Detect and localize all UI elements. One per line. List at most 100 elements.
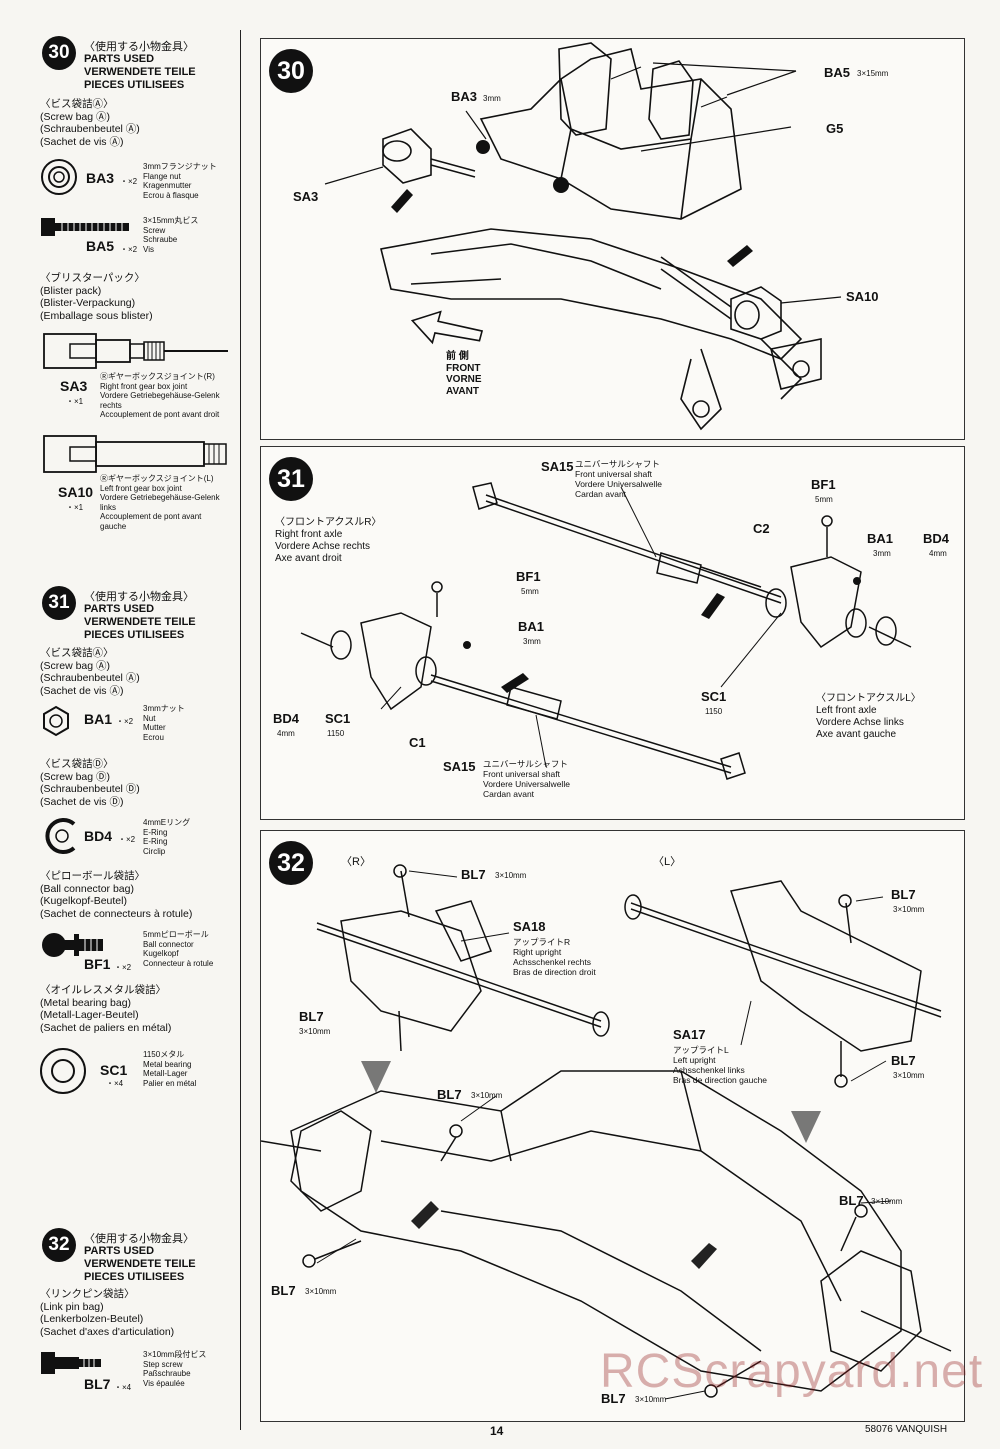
model-name: 58076 VANQUISH (865, 1424, 948, 1435)
part-qty: ・×2 (114, 963, 132, 972)
step-32-badge: 32 (42, 1228, 76, 1262)
label-sc1-r-size: 1150 (327, 729, 345, 738)
step-30-panel: 30 (260, 38, 965, 440)
part-code-ba1: BA1 (84, 711, 113, 727)
part-code-bl7: BL7 (84, 1376, 111, 1392)
metal-bearing-bag-label: 〈オイルレスメタル袋詰〉(Metal bearing bag)(Metall-L… (40, 984, 172, 1034)
step-31-diagram-badge: 31 (269, 457, 313, 501)
part-qty: ・×4 (114, 1383, 132, 1392)
left-side-label: 〈L〉 (653, 856, 682, 868)
screw-icon (41, 218, 129, 236)
label-ba1-r-size: 3mm (523, 637, 541, 646)
part-qty: ・×2 (116, 717, 134, 726)
label-ba1-l: BA1 (867, 531, 894, 546)
label-bl7-e: BL7 (437, 1087, 462, 1102)
label-sa15-top: SA15 (541, 459, 574, 474)
label-c1: C1 (409, 735, 426, 750)
label-bd4-l: BD4 (923, 531, 950, 546)
gear-box-joint-icon (43, 333, 228, 369)
label-c2: C2 (753, 521, 770, 536)
step-30-badge: 30 (42, 36, 76, 70)
label-sa10: SA10 (846, 289, 879, 304)
label-sa15-bottom: SA15 (443, 759, 476, 774)
label-bl7-b: BL7 (299, 1009, 324, 1024)
label-bd4-r-size: 4mm (277, 729, 295, 738)
label-bl7-g: BL7 (271, 1283, 296, 1298)
part-code-sa10: SA10 (58, 484, 94, 500)
label-ba3-size: 3mm (483, 94, 501, 103)
label-sc1-r: SC1 (325, 711, 351, 726)
part-desc: Ⓡギヤーボックスジョイント(L)Left front gear box join… (100, 474, 220, 531)
part-desc: Ⓡギヤーボックスジョイント(R)Right front gear box joi… (100, 372, 220, 419)
link-pin-bag-label: 〈リンクピン袋詰〉(Link pin bag)(Lenkerbolzen-Beu… (40, 1288, 175, 1338)
watermark: RCScrapyard.net (600, 1345, 984, 1398)
sidebar-divider (240, 30, 241, 1430)
step-screw-icon (41, 1352, 101, 1374)
e-ring-icon (45, 818, 76, 854)
label-bf1-r: BF1 (516, 569, 541, 584)
step-32-panel: 32 (260, 830, 965, 1422)
parts-used-jp: 〈使用する小物金具〉 (84, 591, 194, 603)
label-ba1-l-size: 3mm (873, 549, 891, 558)
label-bl7-d: BL7 (891, 1053, 916, 1068)
label-ba5: BA5 (824, 65, 851, 80)
front-suspension-arm-diagram (324, 42, 842, 431)
label-bd4-r: BD4 (273, 711, 300, 726)
label-sa17: SA17 (673, 1027, 706, 1042)
part-qty: ・×4 (106, 1079, 124, 1088)
part-qty: ・×2 (118, 835, 136, 844)
step-31-panel: 31 (260, 446, 965, 820)
label-ba3: BA3 (451, 89, 478, 104)
ball-connector-icon (42, 933, 103, 957)
label-bf1-l-size: 5mm (815, 495, 833, 504)
label-sc1-l: SC1 (701, 689, 727, 704)
label-bl7-c: BL7 (891, 887, 916, 902)
label-sc1-l-size: 1150 (705, 707, 723, 716)
step-30-diagram-badge: 30 (269, 49, 313, 93)
gear-box-joint-icon (43, 435, 227, 473)
label-bl7-h: BL7 (601, 1391, 626, 1406)
label-bl7-f: BL7 (839, 1193, 864, 1208)
label-bl7-h-size: 3×10mm (635, 1395, 667, 1404)
label-bl7-f-size: 3×10mm (871, 1197, 903, 1206)
label-bl7-a-size: 3×10mm (495, 871, 527, 880)
part-qty: ・×1 (66, 503, 84, 512)
part-qty: ・×2 (120, 245, 138, 254)
part-qty: ・×1 (66, 397, 84, 406)
part-code-ba3: BA3 (86, 170, 115, 186)
label-bd4-l-size: 4mm (929, 549, 947, 558)
front-axle-diagram (300, 482, 912, 780)
label-sa3: SA3 (293, 189, 319, 204)
label-bl7-c-size: 3×10mm (893, 905, 925, 914)
label-ba5-size: 3×15mm (857, 69, 889, 78)
part-code-ba5: BA5 (86, 238, 115, 254)
screw-bag-a-label: 〈ビス袋詰Ⓐ〉(Screw bag Ⓐ)(Schraubenbeutel Ⓐ)(… (40, 647, 140, 697)
right-side-label: 〈R〉 (341, 856, 371, 868)
blister-pack-label: 〈ブリスターパック〉(Blister pack)(Blister-Verpack… (40, 272, 153, 322)
label-bl7-g-size: 3×10mm (305, 1287, 337, 1296)
hex-nut-icon (43, 705, 69, 737)
label-ba1-r: BA1 (518, 619, 545, 634)
screw-bag-a-label: 〈ビス袋詰Ⓐ〉(Screw bag Ⓐ)(Schraubenbeutel Ⓐ)(… (40, 98, 140, 148)
part-code-sa3: SA3 (60, 378, 88, 394)
label-g5: G5 (826, 121, 844, 136)
label-bf1-r-size: 5mm (521, 587, 539, 596)
part-code-sc1: SC1 (100, 1062, 128, 1078)
page-number: 14 (490, 1424, 504, 1438)
label-bl7-e-size: 3×10mm (471, 1091, 503, 1100)
